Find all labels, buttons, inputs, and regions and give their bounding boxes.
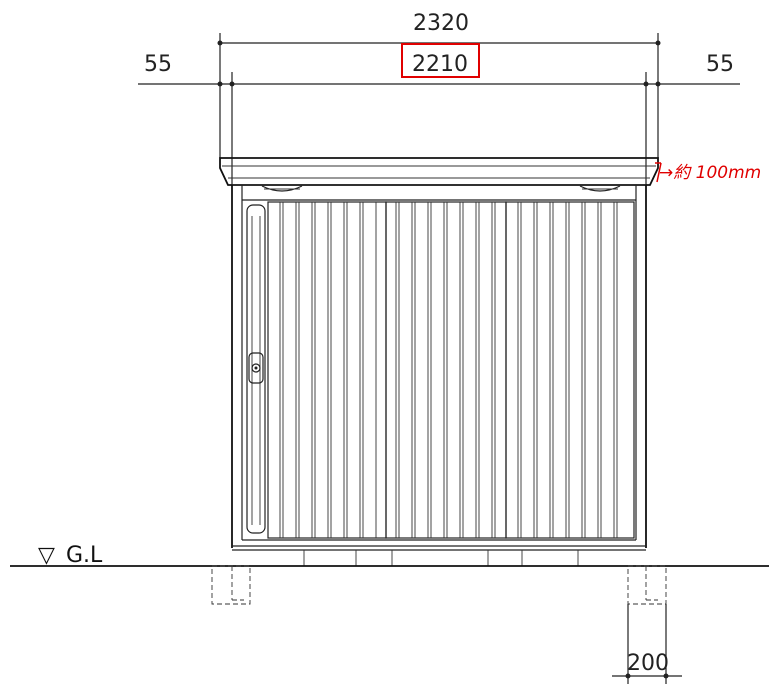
shed-body bbox=[231, 185, 647, 548]
base-sill bbox=[232, 545, 646, 566]
roof bbox=[219, 157, 659, 192]
ground-line: ▽ G.L bbox=[10, 543, 769, 568]
ground-level-label: G.L bbox=[66, 543, 103, 568]
door-panel-left bbox=[267, 201, 387, 539]
left-door-rail bbox=[246, 204, 266, 534]
left-overhang-label: 55 bbox=[144, 52, 172, 77]
right-overhang-label: 55 bbox=[706, 52, 734, 77]
roof-overhang-note: →約 100mm bbox=[659, 163, 761, 183]
right-vent-icon bbox=[579, 185, 621, 192]
foundation-width-label: 200 bbox=[627, 651, 669, 676]
door-panel-center bbox=[385, 201, 507, 539]
inner-width-label: 2210 bbox=[412, 52, 468, 77]
door-handle-icon bbox=[248, 352, 264, 384]
overall-width-label: 2320 bbox=[413, 11, 469, 36]
door-panel-right bbox=[505, 201, 635, 539]
right-foundation bbox=[627, 565, 667, 605]
left-vent-icon bbox=[261, 185, 303, 192]
ground-symbol-icon: ▽ bbox=[38, 543, 55, 568]
inner-width-highlight-box bbox=[401, 43, 480, 78]
inner-width-dimension: 2210 55 55 bbox=[138, 43, 740, 185]
left-foundation bbox=[211, 565, 251, 605]
foundation-width-dimension: 200 bbox=[612, 604, 682, 684]
